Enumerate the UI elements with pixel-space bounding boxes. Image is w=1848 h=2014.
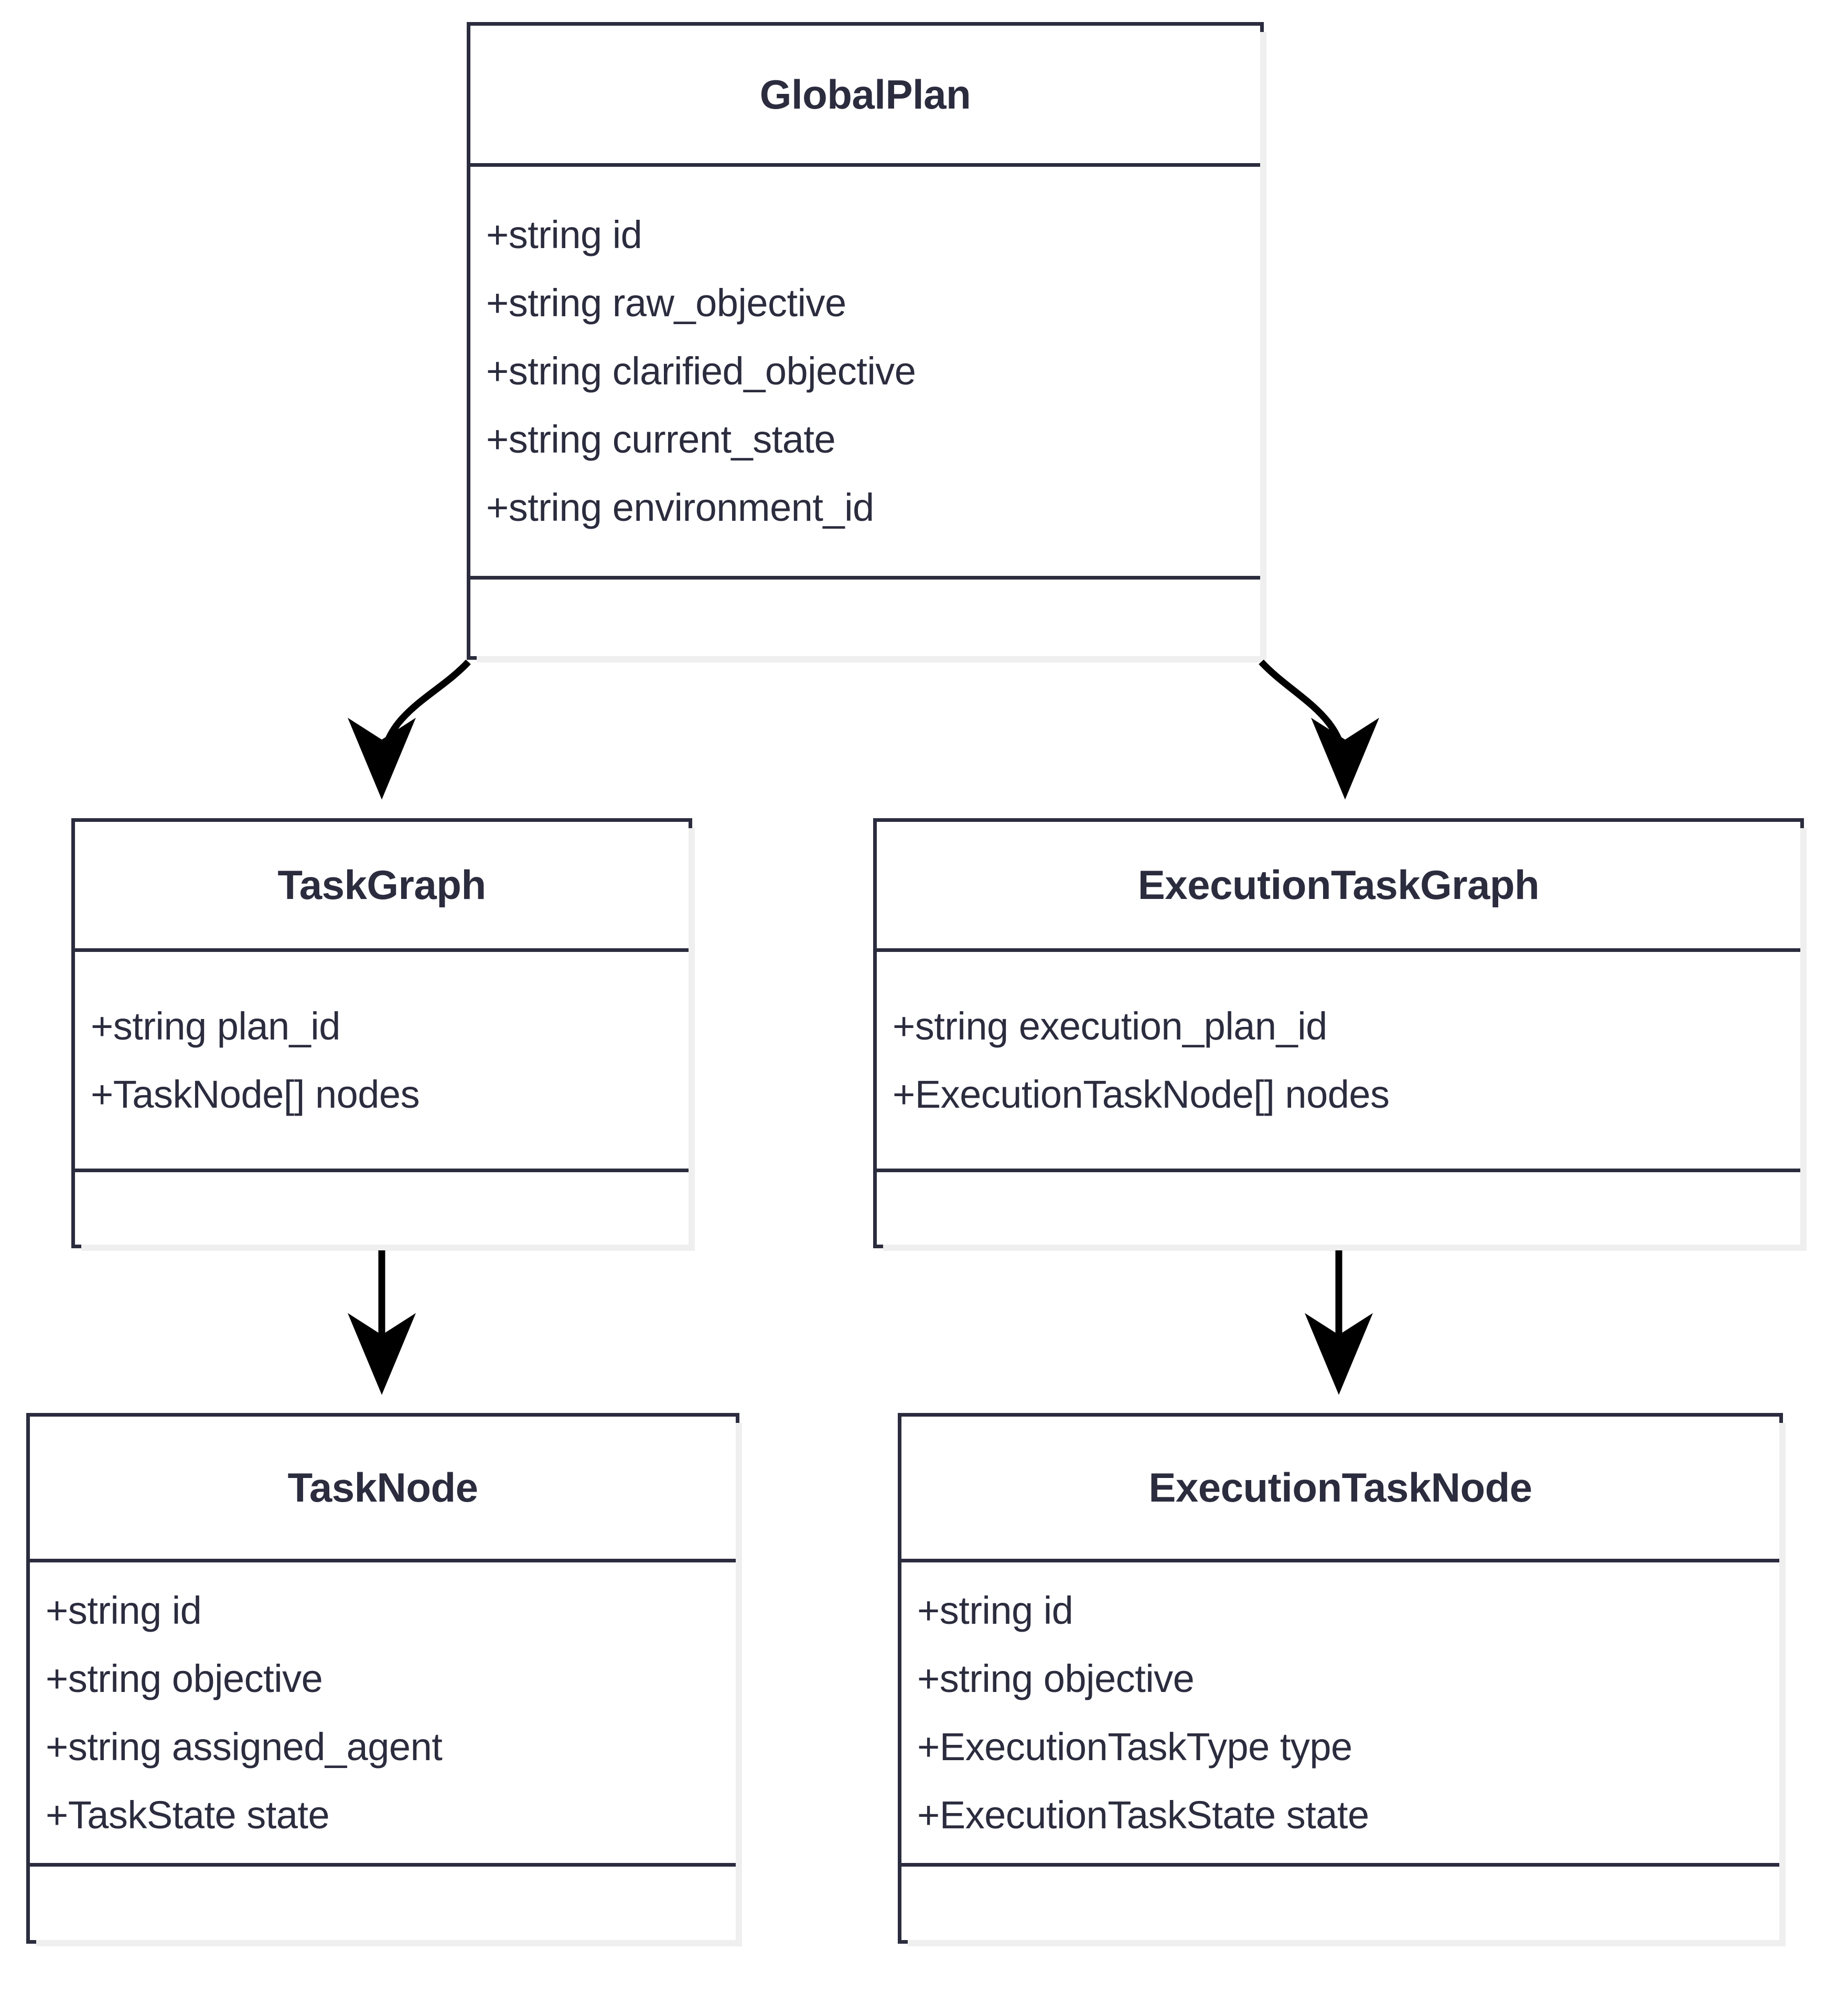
class-methods-globalplan xyxy=(470,580,1260,656)
attribute-row: +string execution_plan_id xyxy=(893,1004,1327,1048)
class-attributes-taskgraph: +string plan_id +TaskNode[] nodes xyxy=(75,952,689,1172)
class-title-executiontasknode: ExecutionTaskNode xyxy=(901,1417,1779,1562)
attribute-row: +string current_state xyxy=(486,417,836,461)
class-box-executiontaskgraph[interactable]: ExecutionTaskGraph +string execution_pla… xyxy=(873,818,1807,1251)
class-attributes-globalplan: +string id +string raw_objective +string… xyxy=(470,167,1260,580)
class-title-executiontaskgraph: ExecutionTaskGraph xyxy=(877,822,1800,952)
class-methods-executiontaskgraph xyxy=(877,1172,1800,1245)
attribute-row: +string objective xyxy=(917,1656,1195,1700)
class-box-taskgraph[interactable]: TaskGraph +string plan_id +TaskNode[] no… xyxy=(71,818,695,1251)
attribute-row: +ExecutionTaskState state xyxy=(917,1793,1369,1837)
attribute-row: +ExecutionTaskType type xyxy=(917,1724,1352,1769)
class-box-tasknode[interactable]: TaskNode +string id +string objective +s… xyxy=(26,1413,742,1946)
attribute-row: +TaskState state xyxy=(46,1793,330,1837)
attribute-row: +string objective xyxy=(46,1656,323,1700)
class-box-globalplan[interactable]: GlobalPlan +string id +string raw_object… xyxy=(467,22,1266,662)
class-attributes-tasknode: +string id +string objective +string ass… xyxy=(30,1562,736,1867)
edge-globalplan-to-executiontaskgraph xyxy=(1259,659,1379,800)
class-title-globalplan: GlobalPlan xyxy=(470,26,1260,167)
class-attributes-executiontaskgraph: +string execution_plan_id +ExecutionTask… xyxy=(877,952,1800,1172)
attribute-row: +string id xyxy=(46,1588,202,1632)
class-box-executiontasknode[interactable]: ExecutionTaskNode +string id +string obj… xyxy=(898,1413,1786,1946)
class-attributes-executiontasknode: +string id +string objective +ExecutionT… xyxy=(901,1562,1779,1867)
attribute-row: +string plan_id xyxy=(91,1004,340,1048)
class-methods-executiontasknode xyxy=(901,1867,1779,1940)
attribute-row: +TaskNode[] nodes xyxy=(91,1072,420,1116)
attribute-row: +string raw_objective xyxy=(486,281,846,325)
attribute-row: +string id xyxy=(917,1588,1073,1632)
attribute-row: +ExecutionTaskNode[] nodes xyxy=(893,1072,1390,1116)
attribute-row: +string id xyxy=(486,213,642,256)
class-title-taskgraph: TaskGraph xyxy=(75,822,689,952)
class-methods-tasknode xyxy=(30,1867,736,1940)
class-title-tasknode: TaskNode xyxy=(30,1417,736,1562)
class-methods-taskgraph xyxy=(75,1172,689,1245)
attribute-row: +string environment_id xyxy=(486,486,874,529)
edge-globalplan-to-taskgraph xyxy=(348,659,471,800)
attribute-row: +string clarified_objective xyxy=(486,349,916,393)
attribute-row: +string assigned_agent xyxy=(46,1724,443,1769)
